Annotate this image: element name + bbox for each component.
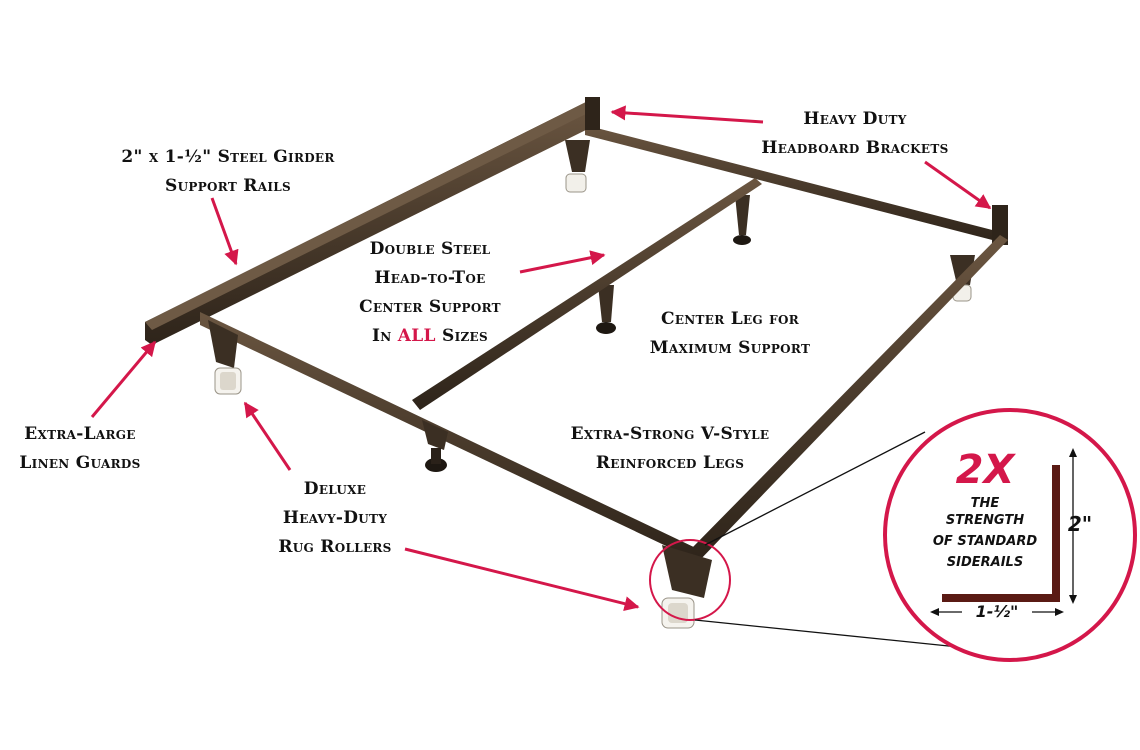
center-back-leg	[733, 195, 751, 245]
label-linen-guards: Extra-Large Linen Guards	[0, 420, 160, 478]
label-rug-rollers: Deluxe Heavy-Duty Rug Rollers	[250, 475, 420, 562]
callout-line-siderails: SIDERAILS	[946, 555, 1024, 570]
label-center-support-line4: In ALL Sizes	[335, 322, 525, 351]
label-center-support-line3: Center Support	[359, 297, 501, 317]
label-center-leg: Center Leg for Maximum Support	[615, 305, 845, 363]
arrow-rug-rollers-right	[404, 547, 640, 612]
callout-width-dimension: 1-½"	[962, 602, 1032, 622]
back-left-leg	[565, 140, 590, 193]
front-left-leg	[208, 320, 242, 395]
label-center-leg-line1: Center Leg for	[660, 309, 800, 329]
label-center-support-all: ALL	[397, 326, 436, 346]
label-headboard-line2: Headboard Brackets	[761, 138, 949, 158]
callout-line-strength: STRENGTH	[945, 513, 1025, 528]
label-steel-girder-line1: 2" x 1-½" Steel Girder	[121, 147, 335, 167]
leg-zoom-circle	[649, 539, 731, 621]
headboard-bracket-left	[585, 97, 600, 130]
label-center-leg-line2: Maximum Support	[649, 338, 811, 358]
label-headboard-line1: Heavy Duty	[803, 109, 907, 129]
center-support-rail	[412, 178, 762, 410]
arrow-steel-girder	[210, 197, 239, 266]
label-center-support-line2: Head-to-Toe	[374, 268, 486, 288]
label-headboard-brackets: Heavy Duty Headboard Brackets	[745, 105, 965, 163]
callout-line-the: THE	[970, 496, 1000, 511]
front-right-leg	[661, 545, 712, 629]
callout-multiplier: 2X	[955, 447, 1015, 493]
strength-callout	[883, 408, 1137, 662]
arrow-headboard-left	[610, 105, 764, 124]
label-rug-rollers-line3: Rug Rollers	[278, 537, 392, 557]
label-v-style-line1: Extra-Strong V-Style	[570, 424, 770, 444]
label-center-support-in: In	[372, 326, 398, 346]
label-center-support-sizes: Sizes	[435, 326, 488, 346]
center-front-leg	[422, 420, 448, 472]
headboard-bracket-right	[992, 205, 1008, 245]
foot-rail	[200, 312, 700, 562]
label-linen-guards-line2: Linen Guards	[19, 453, 141, 473]
arrow-rug-rollers-left	[243, 401, 292, 471]
callout-arrows	[90, 105, 992, 612]
label-v-style-legs: Extra-Strong V-Style Reinforced Legs	[540, 420, 800, 478]
arrow-linen-guards	[90, 340, 157, 418]
label-center-support: Double Steel Head-to-Toe Center Support …	[335, 235, 525, 351]
label-v-style-line2: Reinforced Legs	[595, 453, 745, 473]
head-rail	[585, 125, 1000, 242]
callout-line-of-standard: OF STANDARD	[932, 534, 1038, 549]
label-rug-rollers-line1: Deluxe	[303, 479, 367, 499]
arrow-center-support	[519, 250, 606, 274]
label-rug-rollers-line2: Heavy-Duty	[282, 508, 388, 528]
label-linen-guards-line1: Extra-Large	[24, 424, 136, 444]
label-steel-girder-line2: Support Rails	[165, 176, 291, 196]
label-steel-girder: 2" x 1-½" Steel Girder Support Rails	[88, 143, 368, 201]
right-side-rail	[690, 235, 1008, 562]
bed-frame	[145, 97, 1008, 649]
label-center-support-line1: Double Steel	[369, 239, 491, 259]
arrow-headboard-right	[924, 160, 992, 210]
center-middle-leg	[596, 285, 616, 334]
callout-height-dimension: 2"	[1067, 512, 1093, 536]
